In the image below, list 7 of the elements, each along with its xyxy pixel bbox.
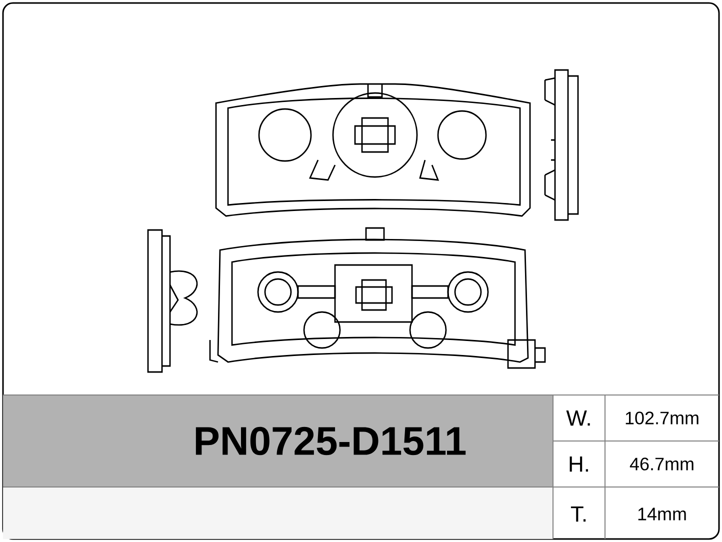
dimension-value: 46.7mm [630, 458, 694, 470]
dimension-name: H. [570, 456, 588, 472]
part-number-cell: PN0725-D1511 [3, 395, 553, 487]
dimension-value: 14mm [638, 508, 686, 520]
dimension-name: T. [570, 506, 586, 522]
dimension-name: W. [566, 410, 590, 426]
dimension-value: 102.7mm [626, 412, 698, 424]
